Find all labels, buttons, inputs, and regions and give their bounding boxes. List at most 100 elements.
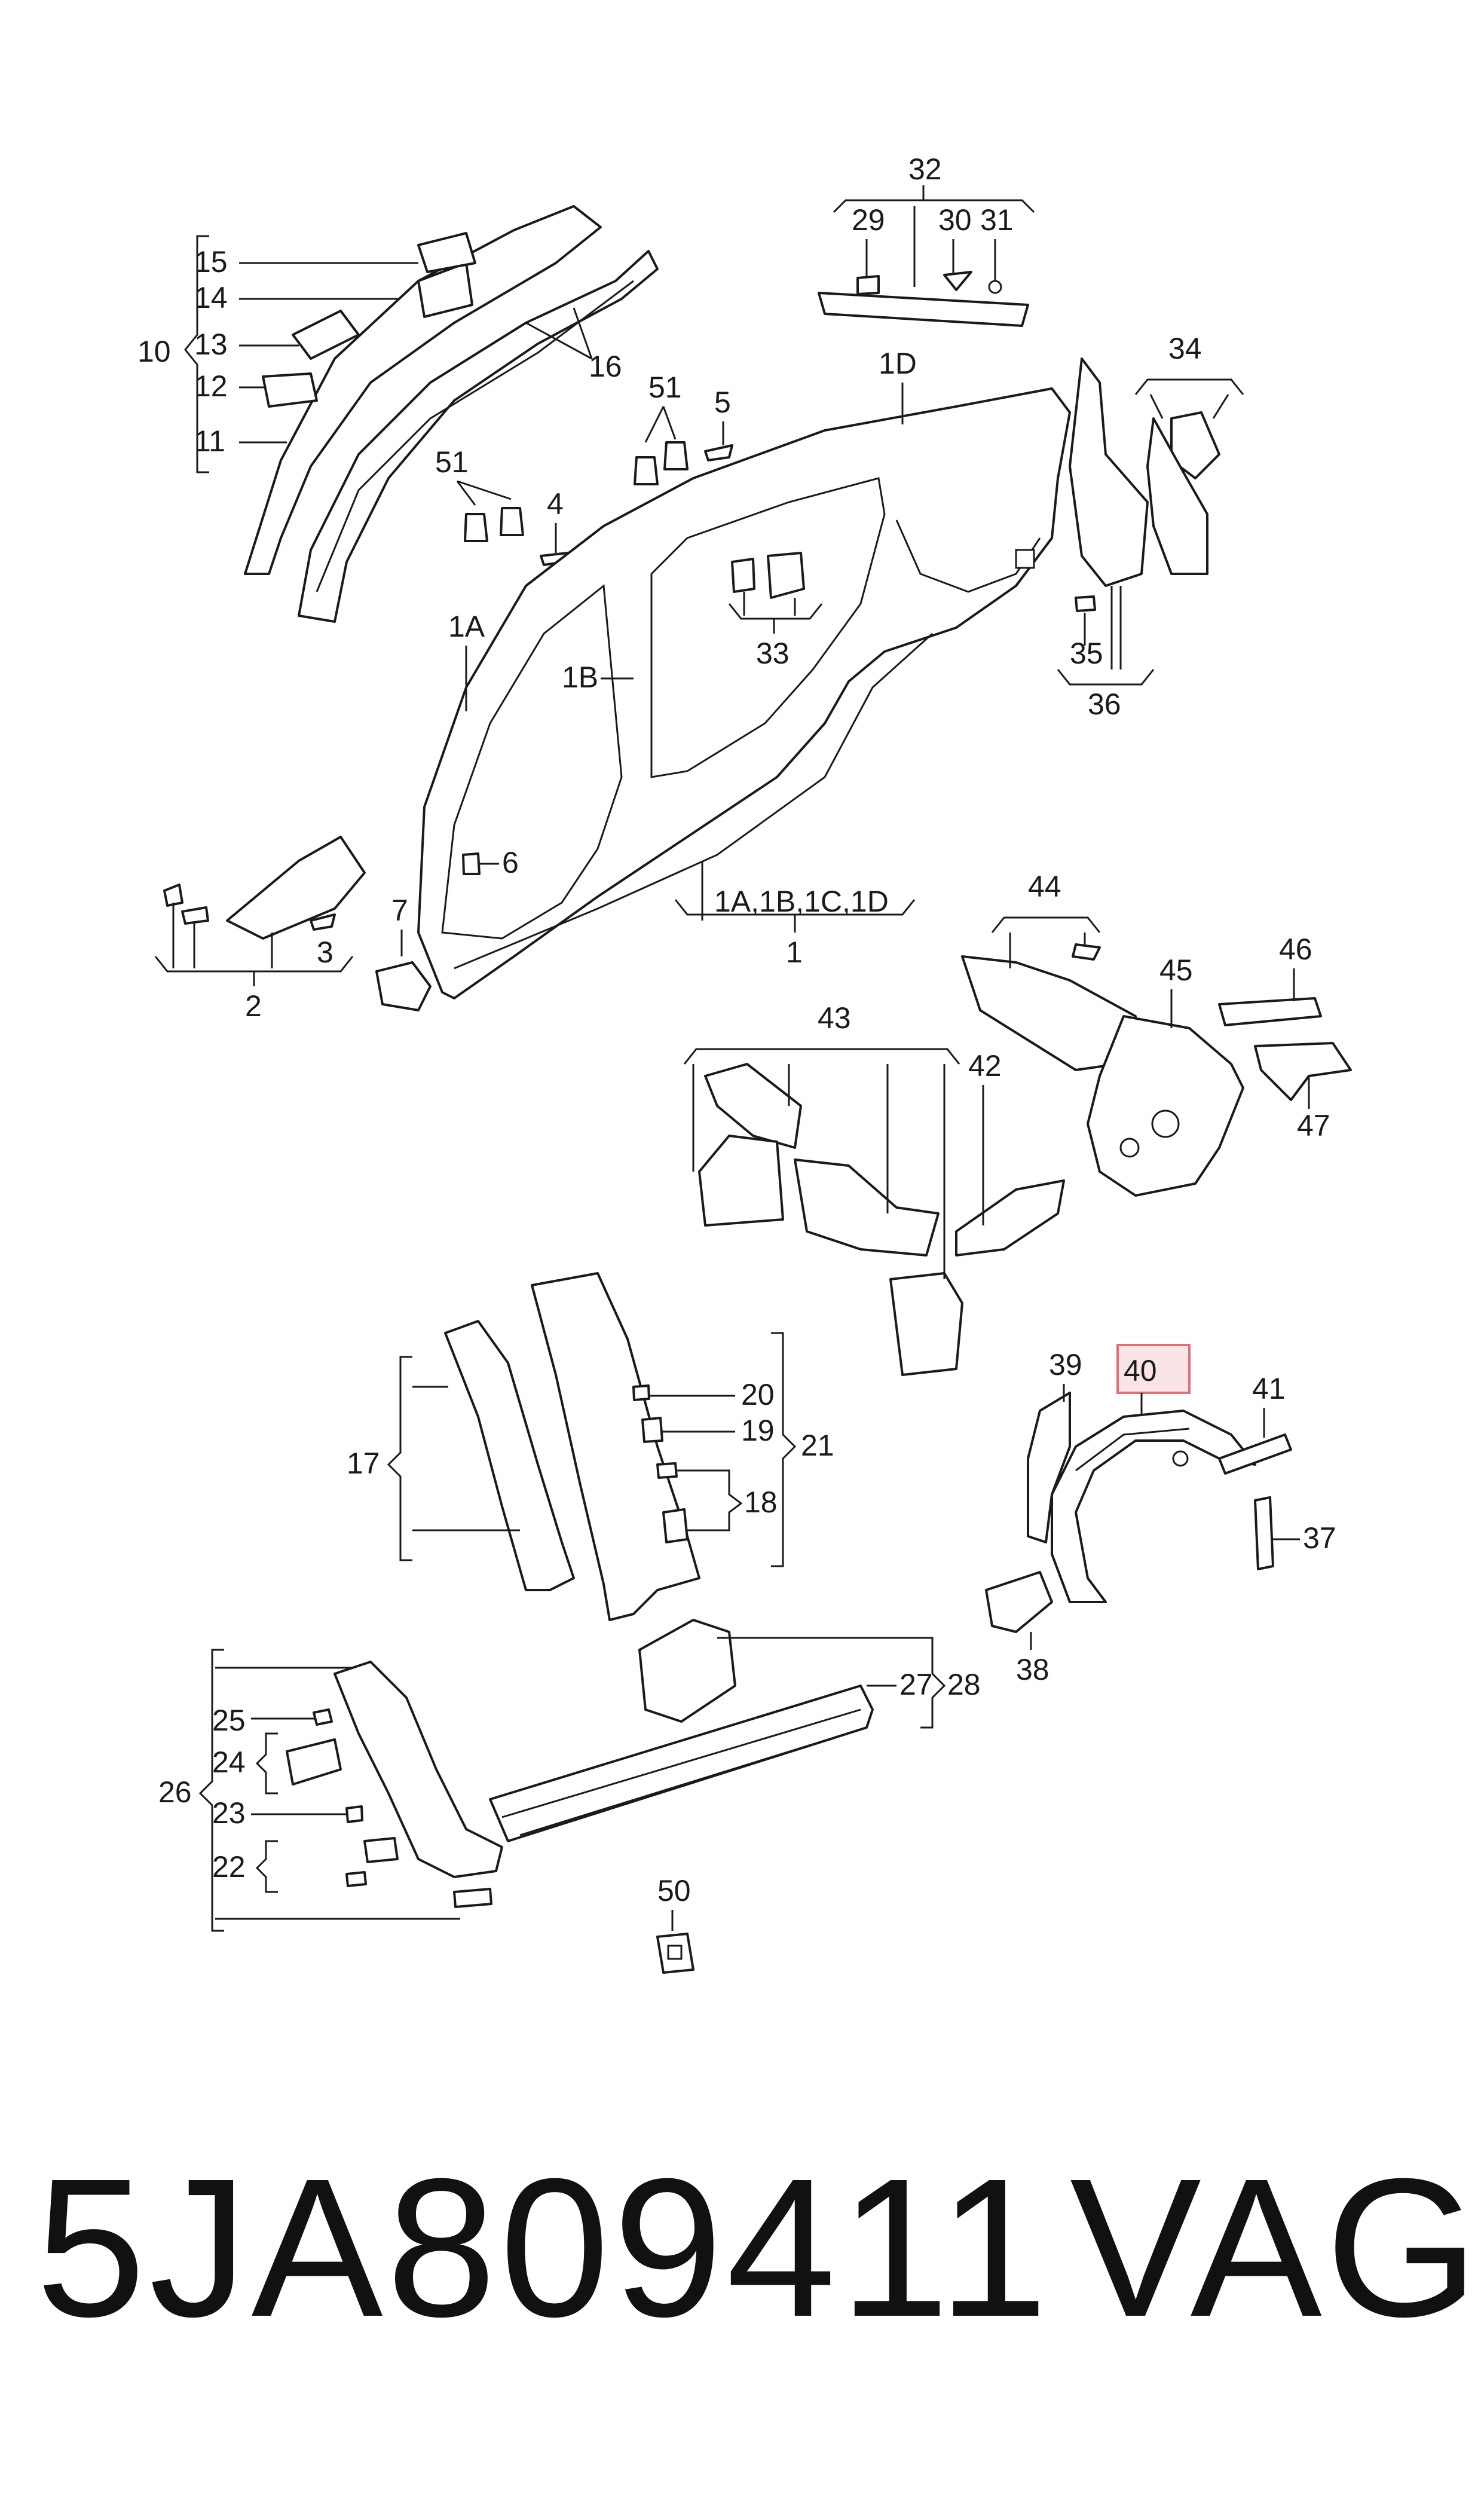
bolt-51c — [634, 456, 659, 485]
callout-43: 43 — [818, 1001, 851, 1035]
callout-25: 25 — [212, 1704, 246, 1737]
c-pillar-26 — [333, 1661, 503, 1878]
callout-20: 20 — [741, 1378, 775, 1411]
rear-inner-group: 44 45 46 47 43 42 — [683, 870, 1352, 1376]
callout-3: 3 — [317, 936, 333, 969]
callout-1d: 1D — [879, 347, 917, 380]
roof-rail-group: 10 15 14 13 12 11 16 — [137, 205, 659, 623]
clip-29 — [856, 275, 880, 295]
side-panel-assembly — [417, 387, 1071, 999]
highlight-box — [1116, 1344, 1191, 1394]
bracket-2a — [163, 883, 183, 907]
callout-40: 40 — [1124, 1354, 1157, 1387]
sill-group: 26 25 24 23 22 27 28 50 — [158, 1619, 981, 1974]
panel-34b — [1146, 417, 1208, 575]
callout-16: 16 — [589, 350, 622, 383]
bracket-33b — [767, 552, 805, 599]
clip-23 — [345, 1805, 363, 1823]
clip-30 — [943, 271, 972, 291]
fasteners-group: 51 51 4 5 — [435, 371, 733, 566]
clip-5 — [704, 444, 733, 461]
callout-37: 37 — [1303, 1521, 1336, 1555]
rear-upper-group: 32 29 30 31 33 34 35 36 — [728, 152, 1244, 721]
callout-23: 23 — [212, 1796, 246, 1830]
bracket-47 — [1254, 1042, 1352, 1101]
callout-50: 50 — [657, 1874, 691, 1907]
bracket-28 — [638, 1619, 736, 1723]
panel-43b — [698, 1135, 784, 1227]
cover-42 — [955, 1179, 1065, 1257]
callout-44: 44 — [1028, 870, 1061, 903]
callout-39: 39 — [1049, 1348, 1082, 1381]
clip-19 — [641, 1417, 663, 1443]
callout-30: 30 — [938, 203, 972, 237]
brand-label: VAG — [1070, 2137, 1483, 2358]
callout-11: 11 — [194, 424, 225, 458]
wheelhouse-front-2 — [226, 836, 366, 940]
bolt-35 — [1075, 595, 1096, 612]
callout-41: 41 — [1252, 1372, 1286, 1405]
bracket-7 — [375, 961, 432, 1011]
callout-2: 2 — [245, 989, 262, 1023]
callout-7: 7 — [391, 894, 408, 927]
callout-17: 17 — [347, 1447, 380, 1480]
callout-29: 29 — [852, 203, 885, 237]
bracket-12 — [262, 372, 318, 408]
front-parts-group: 2 3 7 — [154, 836, 432, 1023]
plug-6 — [462, 852, 481, 875]
bracket-26b — [453, 1888, 492, 1908]
bolt-51d — [663, 441, 689, 470]
callout-46: 46 — [1279, 933, 1312, 966]
panel-39 — [1027, 1392, 1071, 1543]
callout-14: 14 — [194, 281, 228, 314]
callout-38: 38 — [1016, 1653, 1049, 1686]
callout-18: 18 — [744, 1485, 778, 1519]
callout-1a: 1A — [448, 610, 485, 643]
callout-32: 32 — [908, 152, 942, 186]
b-pillar-17 — [444, 1320, 575, 1591]
panel-43d — [889, 1272, 963, 1376]
clip-22a — [363, 1837, 399, 1863]
clip-3 — [310, 913, 336, 931]
clip-18a — [656, 1462, 678, 1479]
callout-21: 21 — [801, 1429, 834, 1462]
callout-24: 24 — [212, 1745, 246, 1779]
bracket-37 — [1254, 1496, 1274, 1570]
callout-51-left: 51 — [435, 445, 469, 479]
callout-26: 26 — [158, 1775, 192, 1809]
callout-22: 22 — [212, 1850, 246, 1884]
callout-10: 10 — [137, 335, 171, 368]
bracket-13 — [292, 310, 360, 360]
bolt-51a — [464, 513, 488, 542]
callout-28: 28 — [947, 1668, 981, 1701]
bracket-15 — [417, 232, 476, 273]
wheel-arch-liner-40[interactable] — [1051, 1410, 1256, 1603]
callout-5: 5 — [714, 386, 731, 419]
block-24 — [286, 1738, 342, 1786]
trim-strip-32 — [818, 292, 1029, 327]
clip-18b — [662, 1508, 689, 1543]
callout-1: 1 — [786, 936, 803, 969]
bracket-46 — [1218, 997, 1322, 1026]
clip-22b — [345, 1871, 367, 1887]
pillar-group: 17 21 20 19 18 — [347, 1272, 834, 1621]
callout-1b: 1B — [562, 661, 598, 694]
b-pillar-21 — [531, 1272, 700, 1621]
roof-rail-outer — [298, 250, 659, 623]
callout-33: 33 — [756, 637, 790, 670]
panel-43c — [794, 1158, 940, 1257]
bracket-41 — [1218, 1433, 1292, 1475]
callout-1a1b1c1d: 1A,1B,1C,1D — [714, 885, 889, 918]
callout-27: 27 — [899, 1668, 933, 1701]
callout-31: 31 — [980, 203, 1014, 237]
callout-13: 13 — [194, 328, 228, 361]
callout-51-right: 51 — [648, 371, 682, 404]
callout-35: 35 — [1070, 637, 1103, 670]
callout-6: 6 — [502, 846, 519, 879]
wheel-arch-group: 40 39 38 41 37 — [985, 1344, 1336, 1686]
callout-47: 47 — [1297, 1109, 1330, 1142]
callout-34: 34 — [1168, 332, 1202, 365]
callout-45: 45 — [1159, 953, 1193, 987]
callout-36: 36 — [1088, 687, 1121, 721]
bolt-51b — [500, 507, 524, 536]
